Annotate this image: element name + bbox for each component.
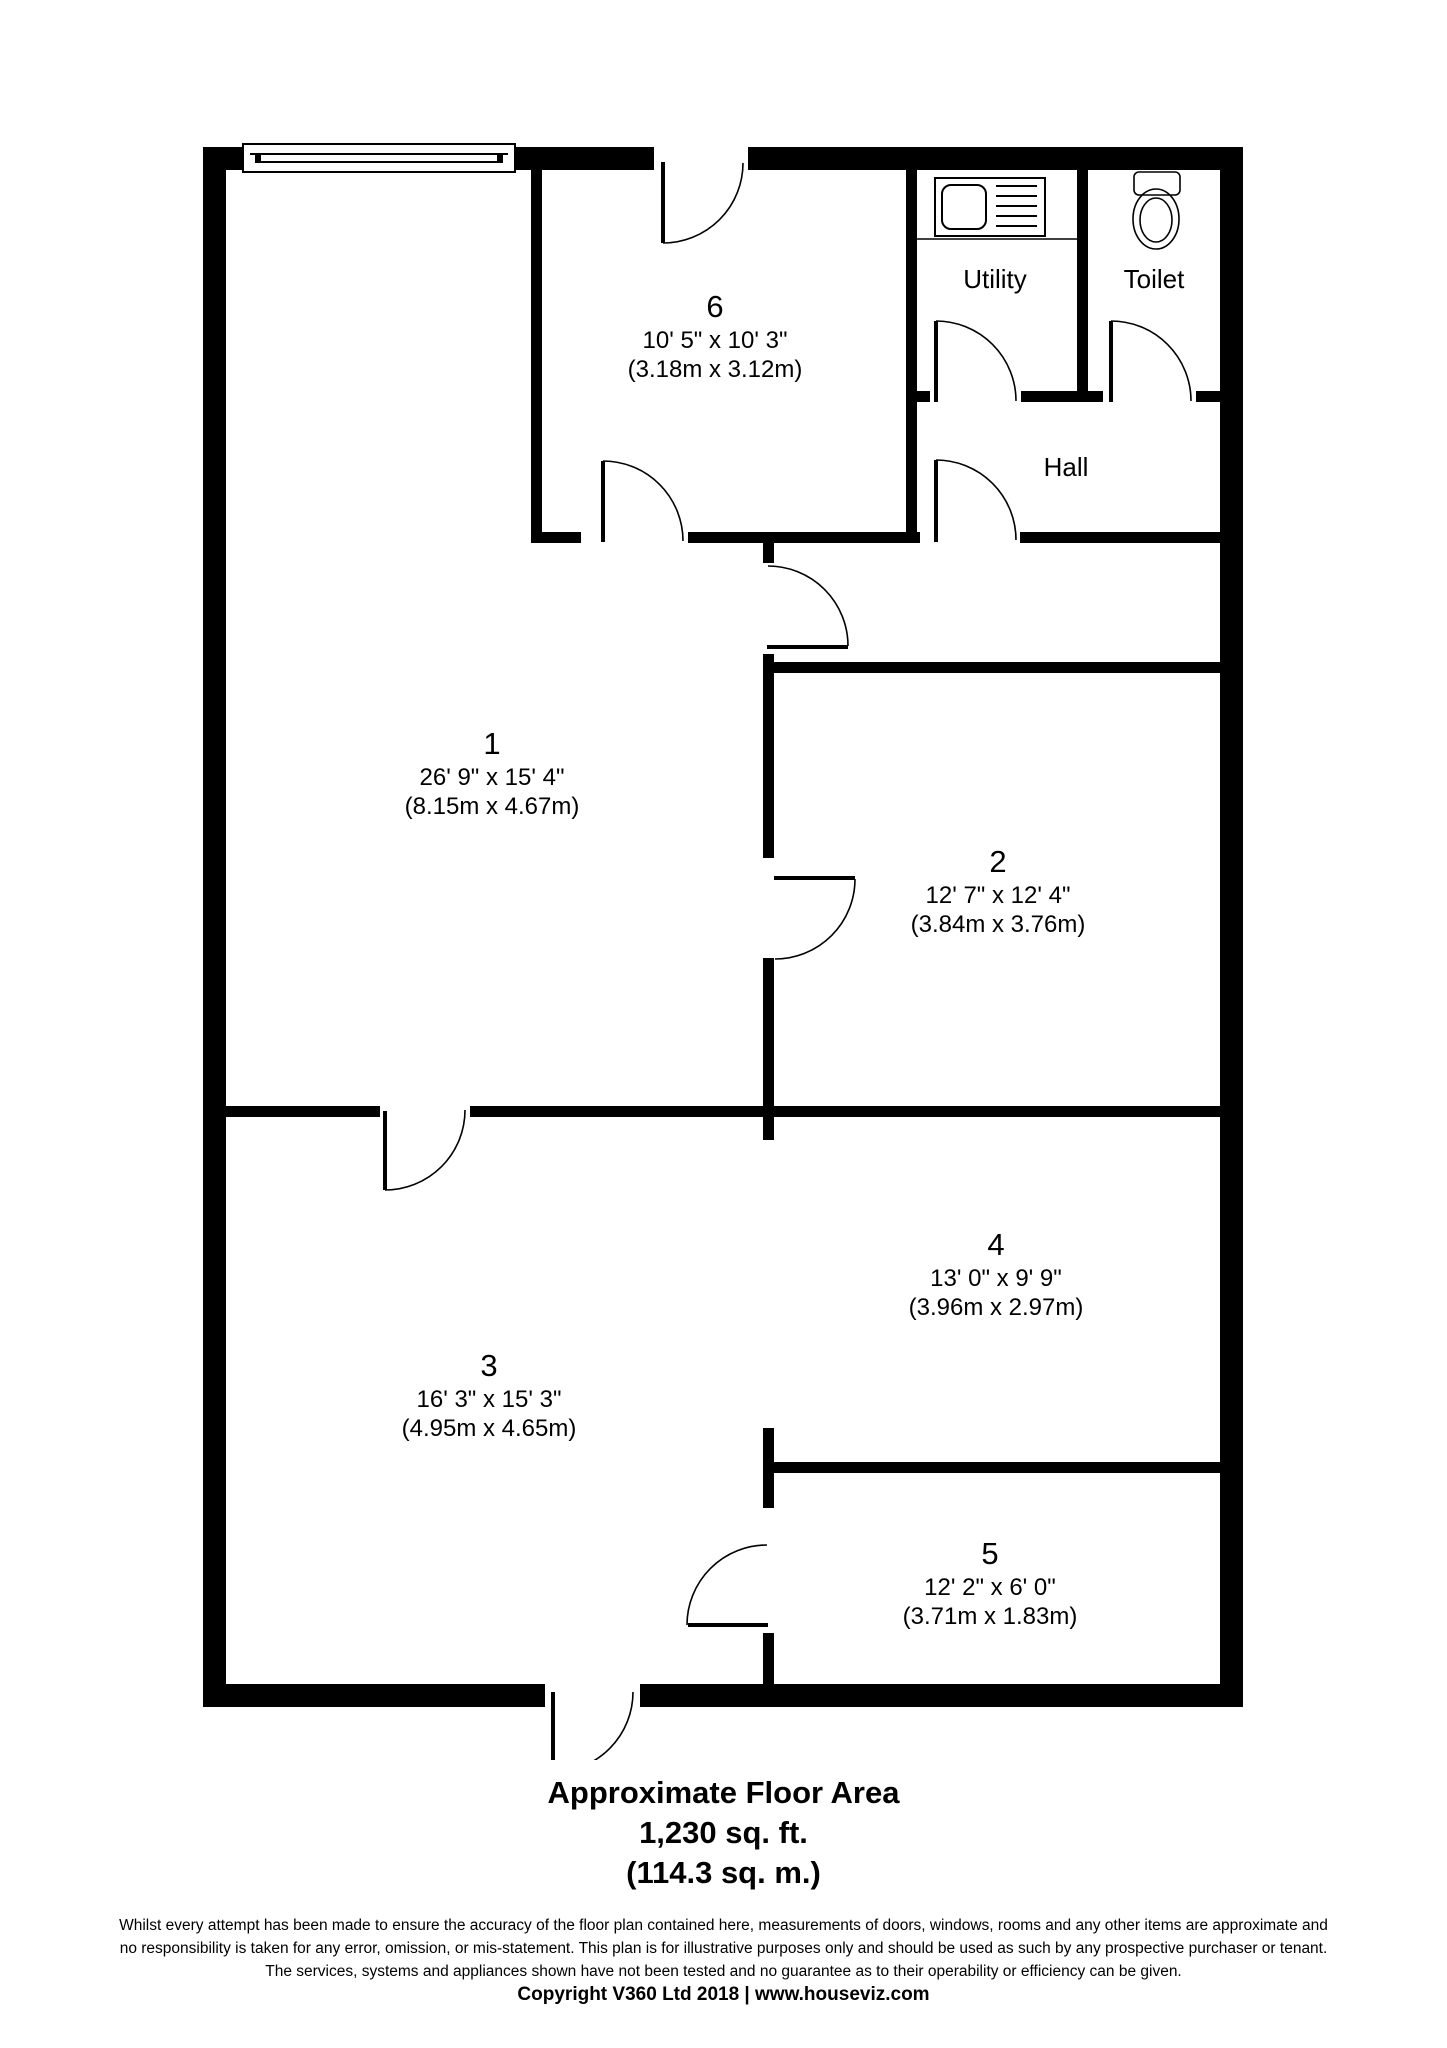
room-number: 5 (981, 1536, 999, 1571)
room-label-4: 4 13' 0" x 9' 9" (3.96m x 2.97m) (909, 1226, 1084, 1322)
room-label-6: 6 10' 5" x 10' 3" (3.18m x 3.12m) (628, 288, 803, 384)
toilet-wall-bottom (1196, 391, 1220, 402)
door-room6-top[interactable] (661, 162, 744, 244)
door-room3-top[interactable] (383, 1109, 466, 1191)
room-dim-metric: (3.18m x 3.12m) (627, 356, 803, 384)
utility-wall-bottom-b (1021, 391, 1103, 402)
room-label-1: 1 26' 9" x 15' 4" (8.15m x 4.67m) (405, 725, 580, 821)
area-label-utility: Utility (963, 264, 1027, 294)
walls (203, 147, 1243, 1707)
hall-wall-bottom-b (1020, 532, 1220, 543)
room-number: 3 (480, 1348, 498, 1383)
door-room1-hall[interactable] (767, 565, 849, 649)
door-toilet[interactable] (1109, 320, 1192, 402)
hall-wall-left (906, 170, 917, 542)
room-dim-imperial: 26' 9" x 15' 4" (419, 763, 565, 791)
utility-wall-bottom-a (917, 391, 930, 402)
door-room6-bottom[interactable] (601, 460, 684, 542)
room-dim-metric: (3.84m x 3.76m) (910, 911, 1086, 939)
outer-wall-bottom-b (640, 1684, 1243, 1707)
room2-wall-top (774, 662, 1220, 673)
window-icon (242, 143, 516, 173)
room-label-2: 2 12' 7" x 12' 4" (3.84m x 3.76m) (911, 843, 1086, 939)
area-label-toilet: Toilet (1123, 264, 1185, 294)
room-dim-metric: (8.15m x 4.67m) (404, 793, 580, 821)
floor-area-sqft: 1,230 sq. ft. (639, 1815, 808, 1850)
room-dim-imperial: 10' 5" x 10' 3" (642, 326, 788, 354)
room-number: 1 (483, 726, 501, 761)
disclaimer: Whilst every attempt has been made to en… (0, 1914, 1447, 1983)
disclaimer-line: Whilst every attempt has been made to en… (119, 1917, 1328, 1934)
room-dim-metric: (4.95m x 4.65m) (401, 1415, 577, 1443)
room6-wall-left (531, 170, 542, 542)
central-wall-upper (763, 654, 774, 858)
outer-wall-top-c (748, 147, 1243, 170)
doors (383, 162, 1192, 1760)
central-wall-lower (763, 958, 774, 1116)
mid-wall-b (470, 1106, 1220, 1117)
disclaimer-line: no responsibility is taken for any error… (119, 1940, 1328, 1957)
room-dim-metric: (3.71m x 1.83m) (902, 1603, 1078, 1631)
central-wall-stub (763, 543, 774, 563)
room-dim-imperial: 12' 2" x 6' 0" (924, 1573, 1056, 1601)
room-number: 2 (989, 844, 1007, 879)
door-utility[interactable] (934, 320, 1017, 402)
floor-area-summary: Approximate Floor Area 1,230 sq. ft. (11… (0, 1773, 1447, 1893)
outer-wall-top-b (514, 147, 654, 170)
mid-wall-cross (763, 1080, 774, 1140)
utility-toilet-divider (1077, 170, 1088, 402)
room5-wall-upper (763, 1428, 774, 1508)
mid-wall-a (226, 1106, 380, 1117)
outer-wall-top-a (203, 147, 243, 170)
room-dim-imperial: 12' 7" x 12' 4" (925, 881, 1071, 909)
door-room5[interactable] (686, 1544, 768, 1627)
area-label-hall: Hall (1043, 452, 1089, 482)
room6-wall-bottom-a (531, 532, 581, 543)
room-dim-imperial: 16' 3" x 15' 3" (416, 1385, 562, 1413)
room4-5-divider (774, 1462, 1220, 1473)
sink-icon (917, 177, 1077, 240)
door-entrance[interactable] (551, 1691, 634, 1760)
room5-wall-lower (763, 1633, 774, 1684)
outer-wall-bottom-a (203, 1684, 545, 1707)
disclaimer-line: The services, systems and appliances sho… (265, 1963, 1182, 1980)
room-number: 4 (987, 1227, 1005, 1262)
room-label-5: 5 12' 2" x 6' 0" (3.71m x 1.83m) (903, 1535, 1078, 1631)
copyright: Copyright V360 Ltd 2018 | www.houseviz.c… (517, 1984, 930, 2005)
floor-area-title: Approximate Floor Area (547, 1775, 900, 1810)
room-dim-metric: (3.96m x 2.97m) (908, 1294, 1084, 1322)
floor-area-sqm: (114.3 sq. m.) (626, 1855, 821, 1890)
room-number: 6 (706, 289, 724, 324)
outer-wall-left (203, 147, 226, 1707)
room-dim-imperial: 13' 0" x 9' 9" (930, 1264, 1062, 1292)
toilet-icon (1132, 171, 1181, 250)
outer-wall-right (1220, 147, 1243, 1707)
hall-wall-bottom-a (906, 532, 920, 543)
door-room2[interactable] (774, 876, 856, 960)
door-hall[interactable] (934, 459, 1017, 542)
room6-wall-bottom-b (688, 532, 906, 543)
floor-plan (203, 143, 1243, 1760)
room-label-3: 3 16' 3" x 15' 3" (4.95m x 4.65m) (402, 1347, 577, 1443)
